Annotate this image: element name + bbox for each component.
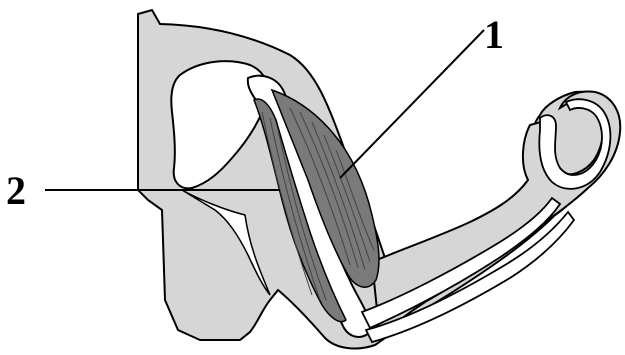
label-2: 2 <box>6 168 26 213</box>
leader-line-1 <box>340 30 484 178</box>
label-1: 1 <box>484 12 504 57</box>
